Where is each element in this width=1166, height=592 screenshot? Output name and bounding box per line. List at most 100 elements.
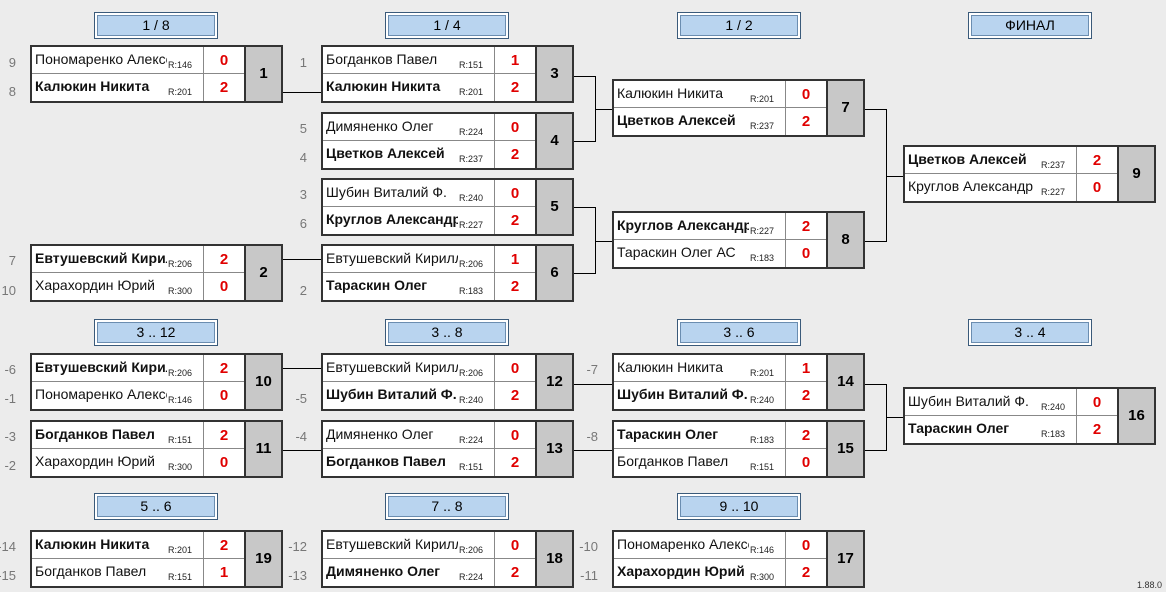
seed-label: -14	[0, 539, 16, 554]
player-name: Богданков Павел	[326, 51, 438, 67]
player-rating: R:201	[749, 368, 775, 378]
connector-line	[283, 368, 321, 369]
player-rating: R:201	[167, 545, 193, 555]
match-number: 4	[535, 114, 572, 168]
seed-label: -12	[288, 539, 307, 554]
player-row[interactable]: Шубин Виталий Ф.R:240	[323, 382, 494, 409]
player-rating: R:146	[167, 60, 193, 70]
connector-line	[865, 241, 887, 242]
score: 0	[494, 422, 535, 449]
player-row[interactable]: Шубин Виталий Ф.R:240	[323, 180, 494, 207]
match-number: 14	[826, 355, 863, 409]
match-number: 3	[535, 47, 572, 101]
connector-line	[865, 384, 887, 385]
player-rating: R:227	[749, 226, 775, 236]
player-rating: R:146	[167, 395, 193, 405]
header-semifinal: 1 / 2	[677, 12, 801, 39]
score: 1	[494, 47, 535, 74]
player-rating: R:206	[458, 368, 484, 378]
player-row[interactable]: Шубин Виталий Ф.R:240	[614, 382, 785, 409]
player-name: Калюкин Никита	[326, 78, 441, 94]
player-name: Калюкин Никита	[617, 85, 724, 101]
player-name: Харахордин Юрий	[35, 453, 155, 469]
player-name: Тараскин Олег	[617, 426, 719, 442]
player-name: Пономаренко Алексей	[617, 536, 749, 552]
header-places-5-6: 5 .. 6	[94, 493, 218, 520]
player-name: Цветков Алексей	[617, 112, 736, 128]
match-number: 2	[244, 246, 281, 300]
header-places-3-8: 3 .. 8	[385, 319, 509, 346]
header-places-3-6: 3 .. 6	[677, 319, 801, 346]
player-name: Шубин Виталий Ф.	[326, 386, 457, 402]
score: 2	[203, 422, 244, 449]
seed-label: 5	[299, 121, 307, 136]
header-places-7-8: 7 .. 8	[385, 493, 509, 520]
score: 2	[494, 382, 535, 409]
player-row[interactable]: Шубин Виталий Ф.R:240	[905, 389, 1076, 416]
player-rating: R:240	[458, 395, 484, 405]
connector-line	[865, 109, 887, 110]
player-rating: R:237	[749, 121, 775, 131]
score: 0	[1076, 174, 1117, 201]
score: 2	[785, 422, 826, 449]
seed-label: -3	[4, 429, 16, 444]
player-name: Калюкин Никита	[617, 359, 724, 375]
score: 2	[785, 559, 826, 586]
seed-label: -1	[4, 391, 16, 406]
connector-line	[886, 109, 887, 242]
